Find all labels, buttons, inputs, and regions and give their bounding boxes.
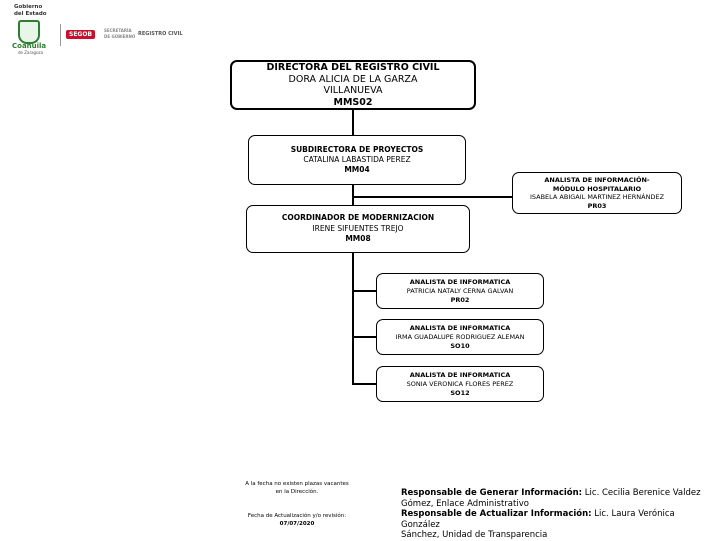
- responsible-generate-line1: Responsable de Generar Información: Lic.…: [401, 488, 713, 499]
- responsible-block: Responsable de Generar Información: Lic.…: [401, 488, 713, 541]
- coordinator-box: COORDINADOR DE MODERNIZACION IRENE SIFUE…: [246, 205, 470, 253]
- responsible-update-value1: Lic. Laura Verónica González: [401, 509, 675, 530]
- analyst-name: SONIA VERONICA FLORES PEREZ: [406, 379, 514, 388]
- registro-logo: REGISTRO CIVIL: [138, 31, 183, 37]
- analyst-title: ANALISTA DE INFORMATICA: [409, 370, 511, 379]
- subdirector-name: CATALINA LABASTIDA PEREZ: [303, 155, 411, 164]
- vacancy-line1: A la fecha no existen plazas vacantes: [245, 481, 349, 487]
- analyst-box: ANALISTA DE INFORMATICA SONIA VERONICA F…: [376, 366, 544, 402]
- segob-logo: SEGOB: [66, 30, 96, 39]
- director-title: DIRECTORA DEL REGISTRO CIVIL: [266, 62, 440, 73]
- gov-line1: Gobierno: [14, 4, 43, 10]
- update-note: Fecha de Actualización y/o revisión: 07/…: [222, 512, 372, 528]
- responsible-generate-value2: Gómez, Enlace Administrativo: [401, 498, 529, 509]
- analyst-code: PR02: [450, 295, 470, 304]
- analyst-code: SO12: [450, 388, 470, 397]
- analyst-box: ANALISTA DE INFORMATICA PATRICIA NATALY …: [376, 273, 544, 309]
- vacancy-line2: en la Dirección.: [275, 489, 319, 495]
- state-sub: de Zaragoza: [18, 50, 44, 55]
- responsible-update-value2: Sánchez, Unidad de Transparencia: [401, 530, 548, 540]
- analyst-hospital-title2: MÓDULO HOSPITALARIO: [552, 184, 642, 193]
- connector-hospital-h: [352, 196, 512, 198]
- director-code: MMS02: [333, 96, 373, 108]
- subdirector-box: SUBDIRECTORA DE PROYECTOS CATALINA LABAS…: [248, 135, 466, 185]
- analyst-hospital-box: ANALISTA DE INFORMACIÓN- MÓDULO HOSPITAL…: [512, 172, 682, 214]
- analyst-name: IRMA GUADALUPE RODRIGUEZ ALEMAN: [395, 332, 525, 341]
- director-box: DIRECTORA DEL REGISTRO CIVIL DORA ALICIA…: [230, 60, 476, 110]
- coordinator-code: MM08: [345, 234, 371, 244]
- analyst-hospital-code: PR03: [587, 201, 607, 210]
- responsible-update-label: Responsable de Actualizar Información:: [401, 509, 592, 519]
- coordinator-title: COORDINADOR DE MODERNIZACION: [281, 213, 435, 223]
- subdirector-code: MM04: [344, 165, 370, 174]
- sec-line2: DE GOBIERNO: [104, 34, 136, 39]
- divider: [60, 24, 61, 46]
- coordinator-name: IRENE SIFUENTES TREJO: [312, 223, 404, 233]
- analyst-title: ANALISTA DE INFORMATICA: [409, 277, 511, 286]
- analyst-title: ANALISTA DE INFORMATICA: [409, 323, 511, 332]
- state-name: Coahuila: [12, 42, 47, 50]
- update-label: Fecha de Actualización y/o revisión:: [247, 513, 347, 519]
- responsible-generate-label: Responsable de Generar Información:: [401, 488, 583, 498]
- director-name-line1: DORA ALICIA DE LA GARZA: [288, 73, 418, 85]
- analyst-box: ANALISTA DE INFORMATICA IRMA GUADALUPE R…: [376, 319, 544, 355]
- analyst-hospital-title1: ANALISTA DE INFORMACIÓN-: [544, 176, 650, 184]
- analyst-name: PATRICIA NATALY CERNA GALVAN: [406, 286, 514, 295]
- connector-analyst2-h: [352, 336, 376, 338]
- sec-line1: SECRETARÍA: [104, 28, 132, 33]
- connector-analyst3-h: [352, 383, 376, 385]
- subdirector-title: SUBDIRECTORA DE PROYECTOS: [290, 145, 424, 154]
- responsible-generate-value1: Lic. Cecilia Berenice Valdez: [582, 488, 701, 498]
- connector-dir-sub: [352, 109, 354, 135]
- connector-sub-down: [352, 184, 354, 207]
- gov-line2: del Estado: [14, 11, 47, 17]
- header-logos: Gobierno del Estado Coahuila de Zaragoza…: [8, 4, 208, 56]
- coahuila-shield-icon: [18, 20, 40, 44]
- connector-analyst1-h: [352, 290, 376, 292]
- director-name-line2: VILLANUEVA: [323, 85, 383, 96]
- analyst-hospital-name: ISABELA ABIGAIL MARTINEZ HERNÁNDEZ: [529, 193, 665, 201]
- responsible-update-line1: Responsable de Actualizar Información: L…: [401, 509, 713, 530]
- update-date: 07/07/2020: [279, 521, 315, 527]
- vacancy-note: A la fecha no existen plazas vacantes en…: [222, 480, 372, 496]
- connector-coord-down: [352, 252, 354, 384]
- analyst-code: SO10: [450, 341, 470, 350]
